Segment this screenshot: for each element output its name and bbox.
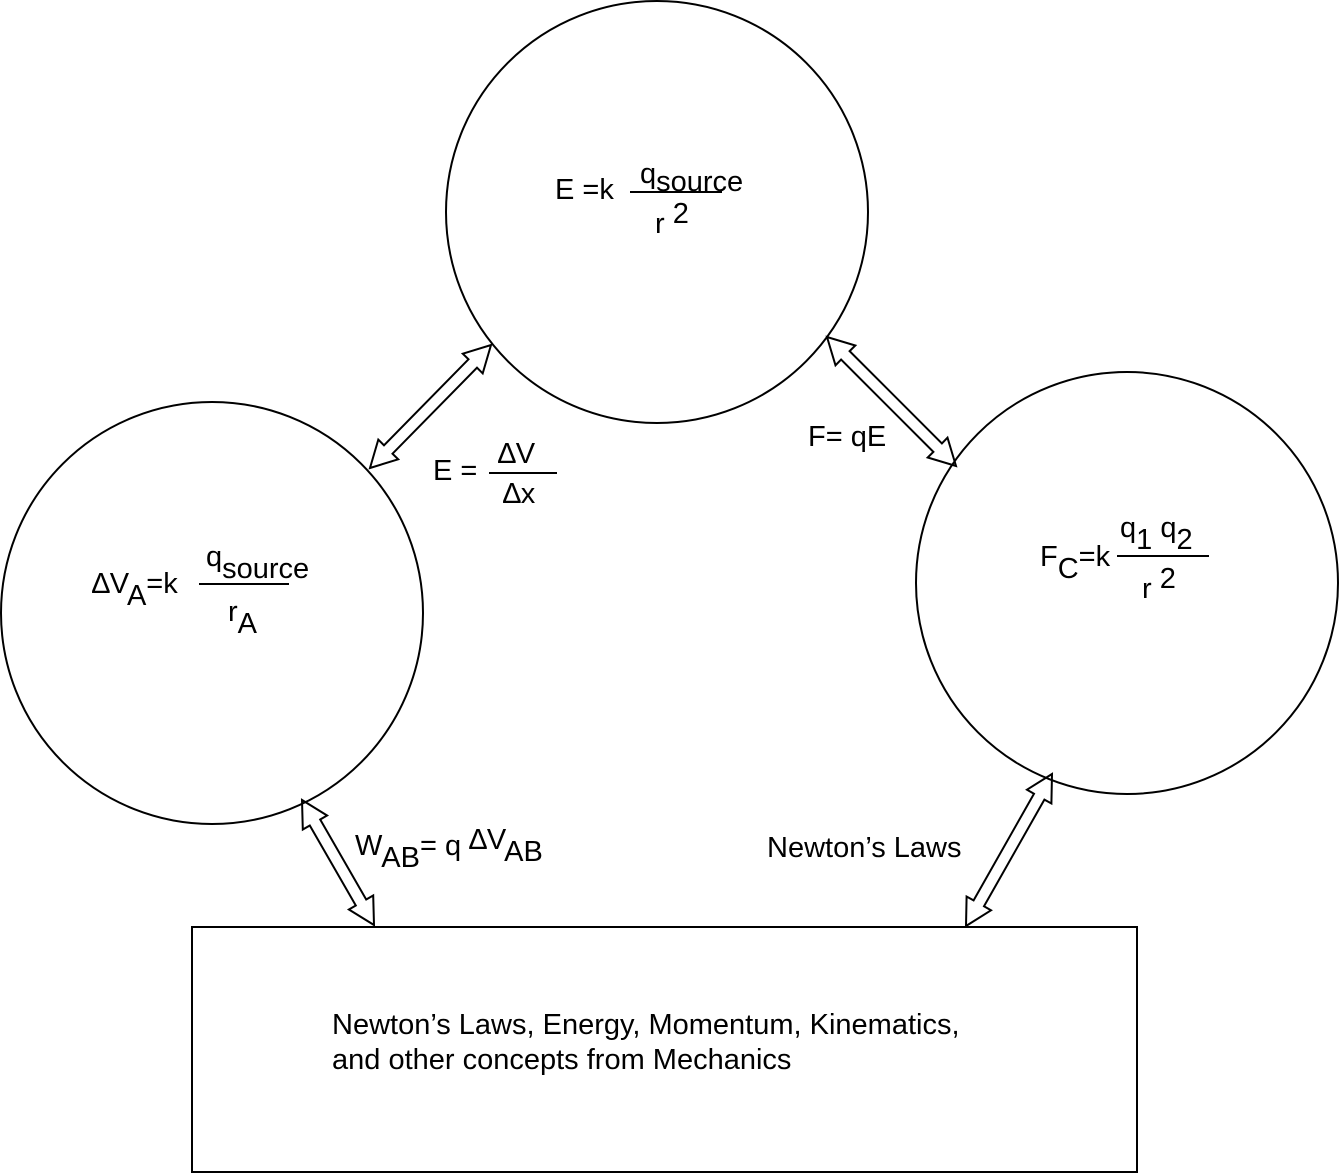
- numerator: qsource: [206, 541, 309, 584]
- equals-q: = q: [419, 830, 462, 862]
- subscript: A: [237, 608, 258, 640]
- denominator: ∆x: [503, 478, 536, 510]
- w: W: [355, 830, 382, 862]
- denominator: r 2: [655, 200, 689, 240]
- equals-k: =k: [146, 568, 178, 600]
- r: r: [655, 208, 665, 240]
- numerator: q1 q2: [1120, 512, 1193, 555]
- q2: q: [1160, 512, 1177, 544]
- mechanics-text: Newton’s Laws, Energy, Momentum, Kinemat…: [332, 1008, 960, 1078]
- formula-lhs: FC=k: [1040, 541, 1111, 584]
- q: q: [206, 541, 223, 573]
- potential-node: [0, 401, 424, 825]
- subscript: source: [656, 166, 744, 198]
- work-label: WAB= q ∆VAB: [355, 826, 543, 873]
- v: V: [486, 824, 505, 856]
- mechanics-node: [191, 926, 1138, 1173]
- equals-k: =k: [1078, 541, 1111, 573]
- v: V: [109, 568, 127, 600]
- q1: q: [1120, 512, 1137, 544]
- newtons-laws-label: Newton’s Laws: [767, 832, 962, 864]
- electric-field-node: [445, 0, 869, 424]
- subscript: source: [222, 553, 310, 585]
- arrow-field-potential: [368, 343, 493, 470]
- fraction-bar: [489, 472, 557, 474]
- numerator: ∆V: [498, 438, 536, 470]
- delta: ∆: [469, 824, 487, 856]
- arrow-potential-mechanics: [300, 798, 376, 927]
- subscript: A: [126, 580, 147, 612]
- numerator: qsource: [640, 158, 743, 197]
- formula-lhs: ∆VA=k: [92, 568, 178, 611]
- q: q: [640, 158, 657, 190]
- delta: ∆: [92, 568, 110, 600]
- lhs: E =: [433, 455, 478, 487]
- r: r: [228, 596, 238, 628]
- subscript: 1: [1136, 524, 1153, 556]
- subscript: C: [1057, 553, 1079, 585]
- fraction-bar: [630, 191, 722, 193]
- coulomb-force-node: [915, 371, 1339, 795]
- subscript: AB: [381, 842, 420, 874]
- r: r: [1142, 573, 1152, 605]
- formula-lhs: E =k: [555, 174, 614, 206]
- mechanics-line-2: and other concepts from Mechanics: [332, 1044, 792, 1076]
- arrow-field-force: [825, 335, 958, 468]
- denominator: rA: [228, 596, 257, 639]
- f: F: [1040, 541, 1058, 573]
- superscript: 2: [672, 198, 689, 230]
- denominator: r 2: [1142, 565, 1176, 605]
- mechanics-line-1: Newton’s Laws, Energy, Momentum, Kinemat…: [332, 1009, 960, 1041]
- fraction-bar: [1117, 555, 1209, 557]
- subscript: 2: [1176, 524, 1193, 556]
- fraction-bar: [199, 583, 289, 585]
- subscript: AB: [504, 836, 543, 868]
- arrow-force-mechanics: [964, 772, 1054, 928]
- superscript: 2: [1159, 563, 1176, 595]
- field-force-label: F= qE: [808, 421, 887, 453]
